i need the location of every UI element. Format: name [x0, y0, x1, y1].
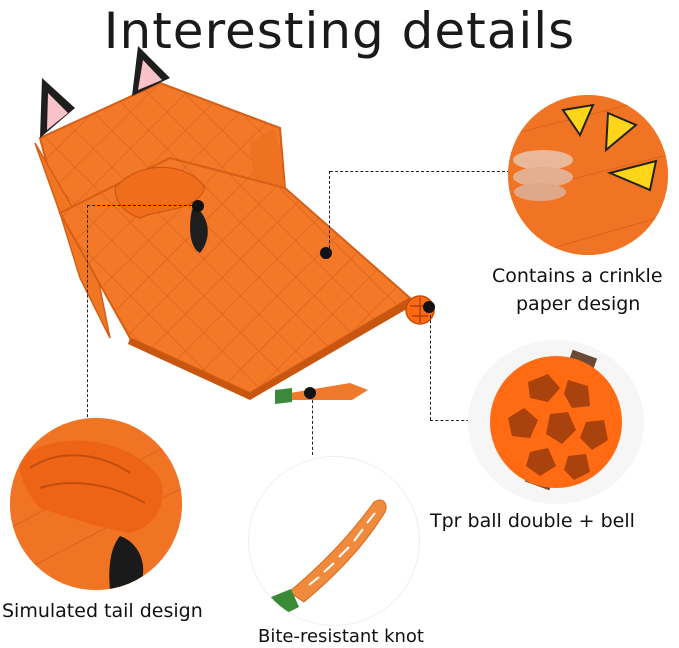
tail-detail-circle	[10, 418, 182, 590]
leader-tail-vertical	[87, 205, 88, 437]
leader-ball-horizontal	[430, 420, 480, 421]
leader-knot-vertical	[312, 395, 313, 455]
crinkle-caption-line2: paper design	[516, 293, 641, 315]
leader-crinkle-vertical	[329, 171, 330, 253]
ball-caption: Tpr ball double + bell	[430, 510, 635, 532]
leader-crinkle-horizontal	[330, 171, 510, 172]
leader-ball-vertical	[430, 310, 431, 420]
page-title: Interesting details	[103, 2, 576, 60]
knot-marker-dot	[304, 387, 316, 399]
tail-marker-dot	[192, 200, 204, 212]
ball-marker-dot	[423, 301, 435, 313]
ball-detail-circle	[468, 340, 644, 504]
knot-caption: Bite-resistant knot	[258, 626, 424, 647]
crinkle-detail-circle	[508, 95, 668, 255]
crinkle-triangle-3	[606, 159, 658, 192]
crinkle-triangle-1	[561, 103, 595, 138]
product-bed-image	[20, 38, 450, 408]
leader-tail-horizontal	[87, 205, 197, 206]
knot-detail-circle	[248, 456, 420, 626]
crinkle-triangle-2	[604, 111, 638, 153]
crinkle-caption-line1: Contains a crinkle	[492, 265, 663, 287]
tail-caption: Simulated tail design	[2, 600, 203, 622]
crinkle-marker-dot	[320, 247, 332, 259]
